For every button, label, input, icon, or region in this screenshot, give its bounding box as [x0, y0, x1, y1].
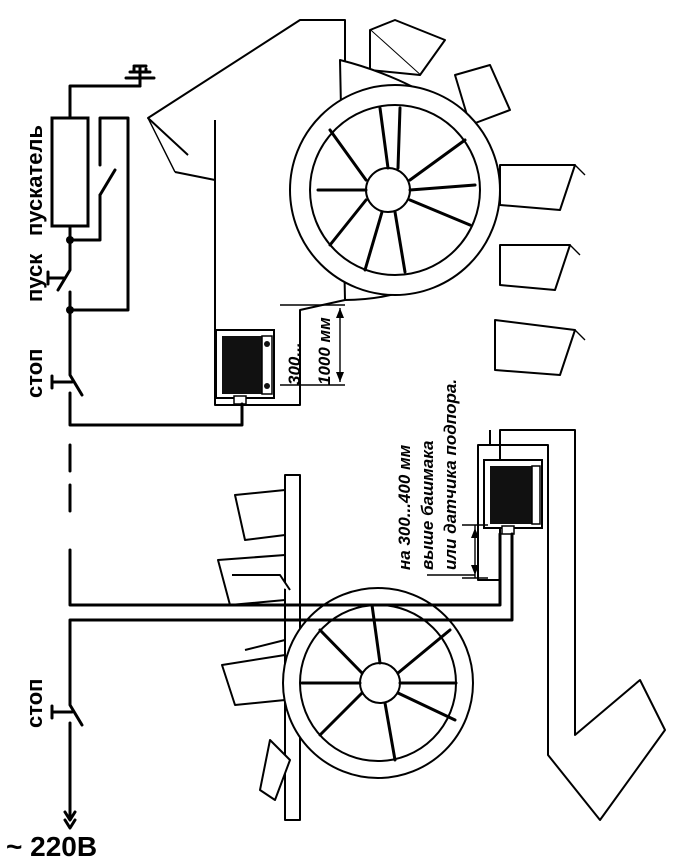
upper-dimension: 300... 1000 мм — [280, 304, 345, 386]
start-label: пуск — [22, 253, 47, 302]
upper-dimension-line2: 1000 мм — [315, 317, 334, 385]
lower-dimension: на 300...400 мм выше башмака или датчика… — [395, 379, 488, 579]
upper-bucket-wheel-icon — [289, 59, 501, 301]
lower-buckets — [217, 489, 291, 801]
supply-arrow-icon — [63, 810, 77, 830]
supply-voltage-label: ~ 220В — [6, 831, 97, 862]
lower-bucket-wheel-icon — [282, 587, 474, 779]
stop-label-bottom: стоп — [22, 679, 47, 728]
start-button-switch-icon — [46, 258, 72, 312]
upper-buckets — [369, 19, 586, 376]
lower-dimension-line2: выше башмака — [418, 441, 437, 570]
lower-sensor-icon — [483, 459, 543, 535]
junction-dot — [66, 236, 74, 244]
starter-coil-icon — [50, 116, 90, 228]
lower-dimension-line1: на 300...400 мм — [395, 444, 414, 570]
lower-elevator-boot: на 300...400 мм выше башмака или датчика… — [217, 379, 666, 821]
upper-elevator-head: 300... 1000 мм — [147, 19, 586, 406]
stop-label-top: стоп — [22, 349, 47, 398]
holding-contact-switch-icon — [68, 116, 130, 312]
control-circuit — [46, 64, 514, 830]
stop-button-top-switch-icon — [50, 308, 84, 412]
starter-label: пускатель — [22, 125, 47, 236]
ground-icon — [124, 64, 156, 88]
lower-dimension-line3: или датчика подпора. — [441, 379, 460, 570]
upper-dimension-line1: 300... — [285, 342, 304, 385]
stop-button-bottom-switch-icon — [50, 688, 84, 802]
upper-sensor-icon — [215, 329, 275, 405]
